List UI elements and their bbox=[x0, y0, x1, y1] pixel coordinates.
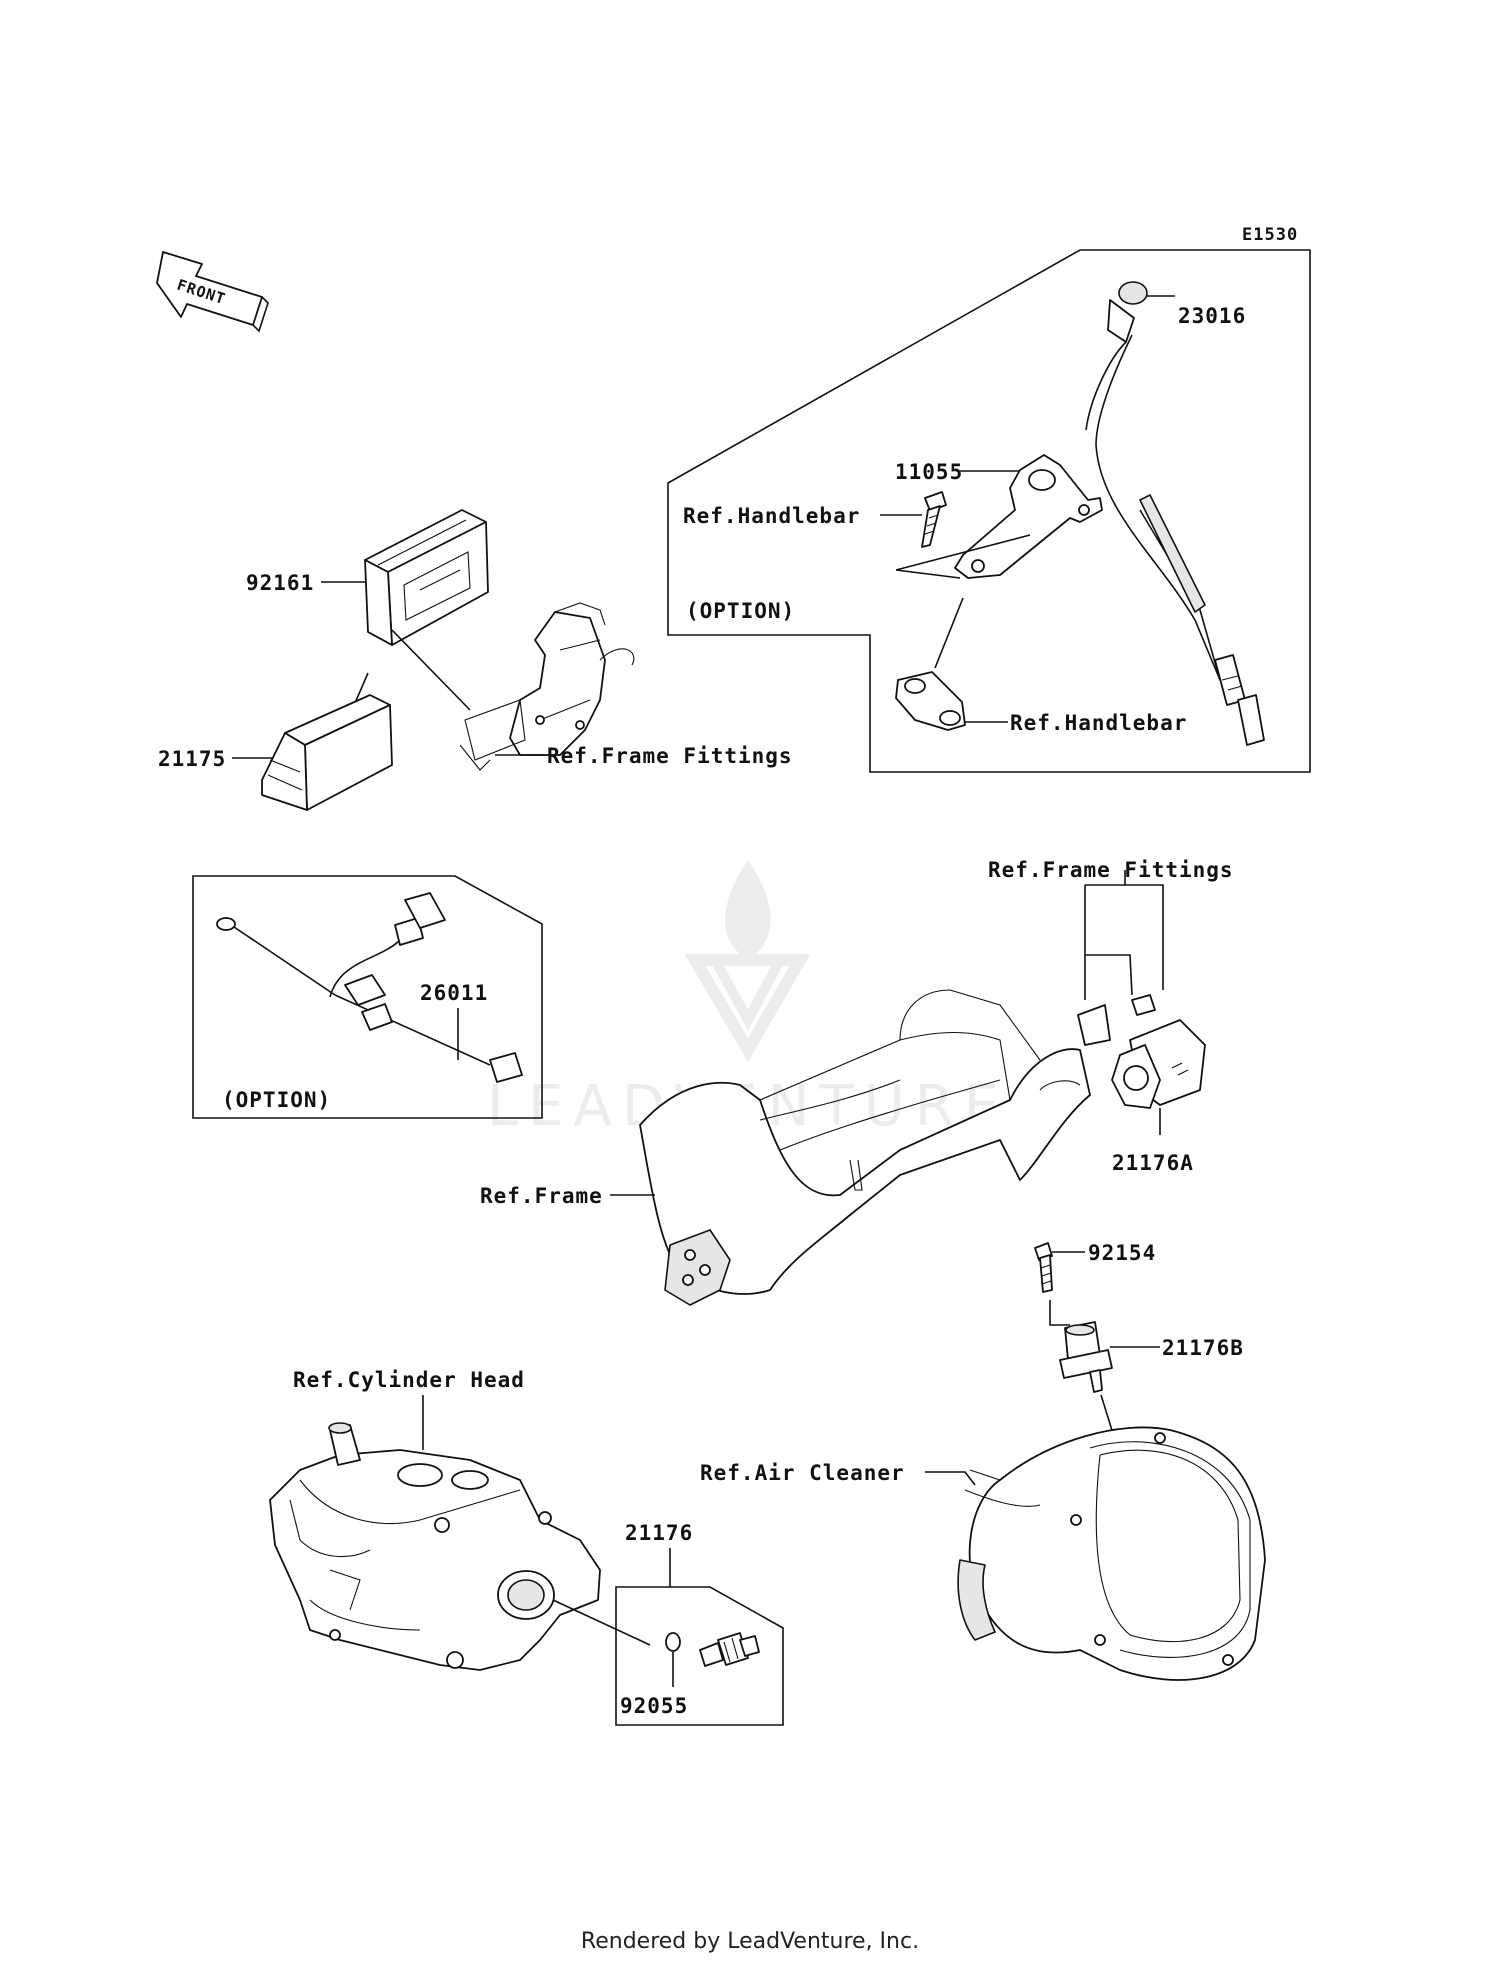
option-box-harness: (OPTION) 26011 bbox=[192, 875, 543, 1119]
label-ref-frame-fittings-ecu: Ref.Frame Fittings bbox=[547, 744, 793, 768]
sensor-21176B bbox=[1059, 1321, 1113, 1393]
sensor-21176 bbox=[699, 1632, 760, 1667]
bracket-11055 bbox=[954, 454, 1103, 579]
air-cleaner bbox=[957, 1426, 1266, 1681]
label-ref-cylinder-head: Ref.Cylinder Head bbox=[293, 1368, 525, 1392]
label-11055: 11055 bbox=[895, 460, 963, 484]
footer-credit: Rendered by LeadVenture, Inc. bbox=[581, 1929, 919, 1954]
label-ref-handlebar-bottom: Ref.Handlebar bbox=[1010, 711, 1187, 735]
oring-92055 bbox=[665, 1632, 681, 1652]
bolt-92154 bbox=[1034, 1242, 1053, 1293]
sensor-21176A bbox=[1077, 994, 1206, 1109]
harness-26011 bbox=[216, 892, 523, 1083]
clamp-handlebar bbox=[895, 671, 966, 731]
label-21176A: 21176A bbox=[1112, 1151, 1194, 1175]
option-label-harness: (OPTION) bbox=[222, 1088, 331, 1112]
option-label-handlebar: (OPTION) bbox=[686, 599, 795, 623]
label-21176B: 21176B bbox=[1162, 1336, 1244, 1360]
ecu-92161 bbox=[364, 509, 489, 646]
label-ref-frame-fittings-right: Ref.Frame Fittings bbox=[988, 858, 1234, 882]
diagram-code: E1530 bbox=[1242, 225, 1298, 245]
label-92161: 92161 bbox=[246, 571, 314, 595]
switch-23016 bbox=[1085, 281, 1265, 746]
label-ref-frame: Ref.Frame bbox=[480, 1184, 603, 1208]
ecu-bracket bbox=[459, 602, 635, 771]
label-21176: 21176 bbox=[625, 1521, 693, 1545]
frame bbox=[639, 989, 1091, 1306]
label-ref-air-cleaner: Ref.Air Cleaner bbox=[700, 1461, 905, 1485]
label-26011: 26011 bbox=[420, 981, 488, 1005]
bolt-handlebar bbox=[921, 491, 947, 548]
label-21175: 21175 bbox=[158, 747, 226, 771]
front-arrow-icon: FRONT bbox=[156, 251, 269, 333]
label-92154: 92154 bbox=[1088, 1241, 1156, 1265]
label-92055: 92055 bbox=[620, 1694, 688, 1718]
option-box-handlebar: (OPTION) 23016 11055 bbox=[667, 249, 1311, 773]
label-23016: 23016 bbox=[1178, 304, 1246, 328]
cylinder-head bbox=[269, 1422, 601, 1671]
ecu-21175 bbox=[261, 694, 393, 811]
label-ref-handlebar-top: Ref.Handlebar bbox=[683, 504, 860, 528]
